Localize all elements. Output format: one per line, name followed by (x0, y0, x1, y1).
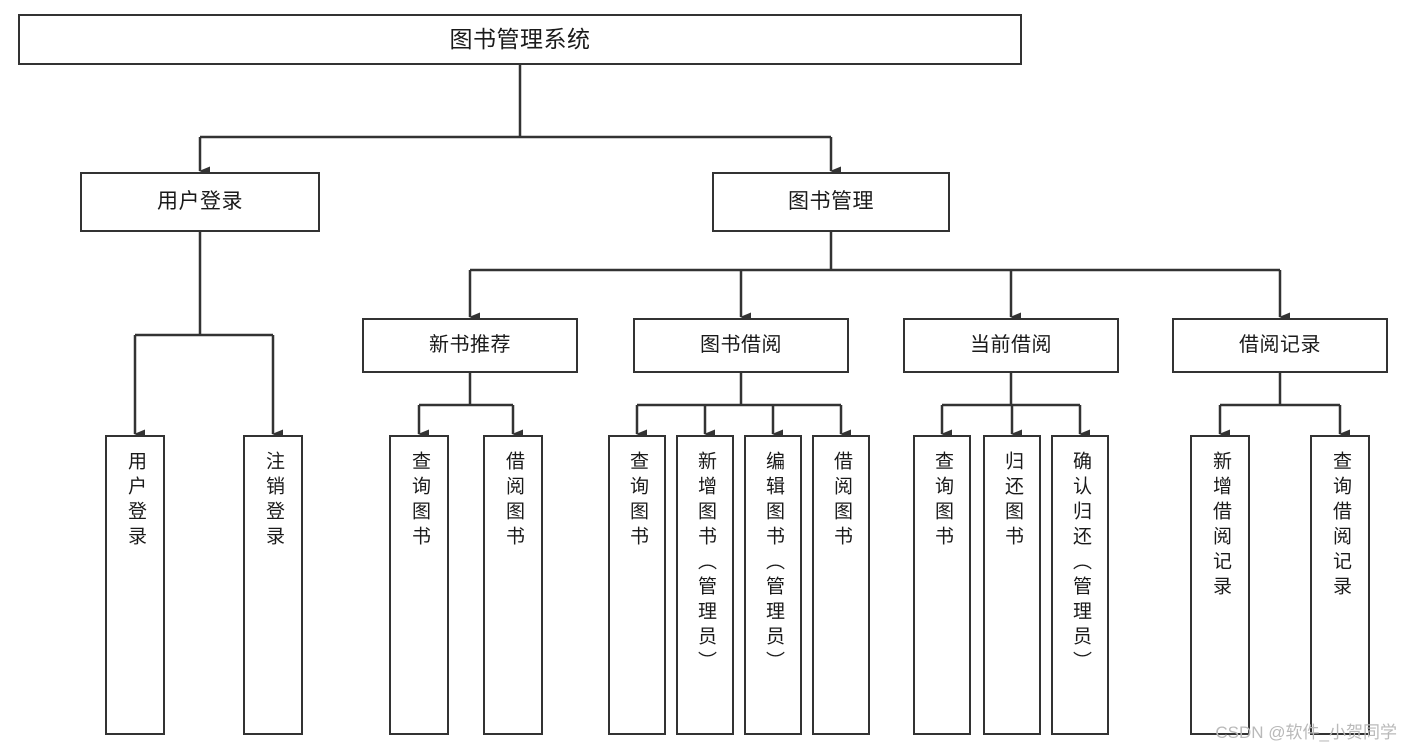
node-l_bb_2[interactable]: 新增图书（管理员） (676, 435, 734, 735)
node-label: 编辑图书（管理员） (762, 451, 784, 676)
node-label: 图书管理 (788, 189, 874, 213)
node-label: 借阅图书 (502, 451, 524, 551)
node-current[interactable]: 当前借阅 (903, 318, 1119, 373)
node-l_cb_2[interactable]: 归还图书 (983, 435, 1041, 735)
node-root[interactable]: 图书管理系统 (18, 14, 1022, 65)
node-label: 借阅图书 (830, 451, 852, 551)
node-label: 新增借阅记录 (1209, 451, 1231, 601)
node-l_ul_1[interactable]: 用户登录 (105, 435, 165, 735)
node-label: 归还图书 (1001, 451, 1023, 551)
node-l_br_2[interactable]: 查询借阅记录 (1310, 435, 1370, 735)
node-label: 新增图书（管理员） (694, 451, 716, 676)
node-l_cb_1[interactable]: 查询图书 (913, 435, 971, 735)
node-new_rec[interactable]: 新书推荐 (362, 318, 578, 373)
node-label: 用户登录 (157, 189, 243, 213)
node-l_cb_3[interactable]: 确认归还（管理员） (1051, 435, 1109, 735)
node-label: 查询图书 (408, 451, 430, 551)
node-label: 借阅记录 (1239, 334, 1321, 356)
node-l_bb_4[interactable]: 借阅图书 (812, 435, 870, 735)
watermark: CSDN @软件_小贺同学 (1215, 723, 1397, 742)
node-l_nr_2[interactable]: 借阅图书 (483, 435, 543, 735)
node-label: 图书管理系统 (449, 26, 591, 53)
node-label: 查询图书 (931, 451, 953, 551)
node-book_mgmt[interactable]: 图书管理 (712, 172, 950, 232)
node-label: 新书推荐 (429, 334, 511, 356)
node-label: 查询借阅记录 (1329, 451, 1351, 601)
node-label: 当前借阅 (970, 334, 1052, 356)
node-user_login[interactable]: 用户登录 (80, 172, 320, 232)
node-l_br_1[interactable]: 新增借阅记录 (1190, 435, 1250, 735)
node-l_bb_3[interactable]: 编辑图书（管理员） (744, 435, 802, 735)
node-label: 图书借阅 (700, 334, 782, 356)
node-label: 用户登录 (124, 451, 146, 551)
node-l_bb_1[interactable]: 查询图书 (608, 435, 666, 735)
node-borrow[interactable]: 图书借阅 (633, 318, 849, 373)
node-label: 查询图书 (626, 451, 648, 551)
node-l_ul_2[interactable]: 注销登录 (243, 435, 303, 735)
node-records[interactable]: 借阅记录 (1172, 318, 1388, 373)
node-label: 确认归还（管理员） (1069, 451, 1091, 676)
node-l_nr_1[interactable]: 查询图书 (389, 435, 449, 735)
node-label: 注销登录 (262, 451, 284, 551)
